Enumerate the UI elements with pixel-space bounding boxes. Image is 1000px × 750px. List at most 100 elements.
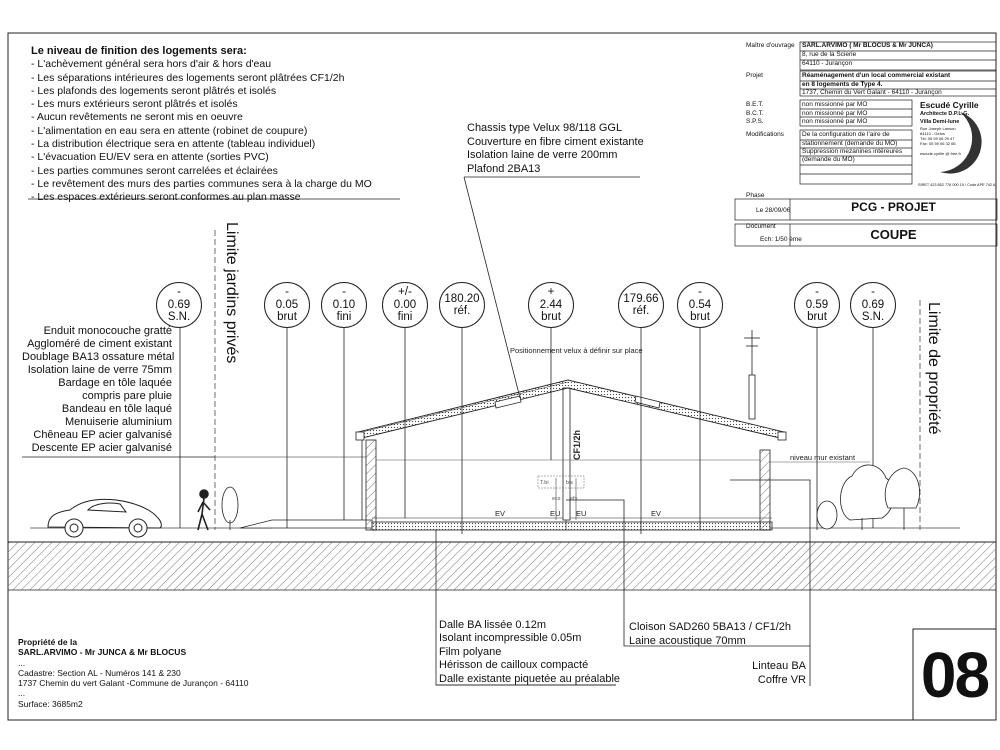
ev-label-2: EV	[651, 509, 661, 518]
floor-slab	[371, 521, 773, 531]
wall-note-line: compris pare pluie	[82, 390, 172, 402]
level-marker: 180.20 réf.	[439, 282, 485, 328]
roof-note-line: Chassis type Velux 98/118 GGL	[467, 122, 623, 134]
title-block-lines	[734, 41, 998, 247]
finish-note-item: - La distribution électrique sera en att…	[31, 138, 316, 151]
level-value: 2.44	[539, 298, 563, 311]
architect-line: Rue Joseph Lanson	[920, 126, 956, 131]
phase-value: PCG - PROJET	[851, 200, 936, 214]
projet-line: en 8 logements de Type 4.	[802, 81, 883, 88]
partition-note: Cloison SAD260 5BA13 / CF1/2h Laine acou…	[629, 621, 791, 648]
level-unit: S.N.	[861, 311, 885, 324]
maitre-values: SARL.ARVIMO ( Mr BLOCUS & Mr JUNCA) 8, r…	[802, 42, 933, 69]
left-wall	[365, 439, 377, 531]
level-unit: réf.	[632, 305, 650, 317]
tree-right-2	[884, 467, 920, 530]
bet-value: non missionné par MO	[802, 101, 868, 108]
level-marker: - 0.59 brut	[794, 282, 840, 328]
level-unit: brut	[690, 311, 710, 324]
level-marker: - 0.05 brut	[264, 282, 310, 328]
owner-dots: ...	[18, 657, 26, 668]
projet-values: Réaménagement d'un local commercial exis…	[802, 72, 950, 97]
level-value: 0.59	[805, 298, 829, 311]
level-leaders	[179, 326, 874, 534]
phase-label: Phase	[746, 192, 765, 199]
architect-line: Fax: 05 59 06 32 66	[920, 141, 956, 146]
level-value: 0.10	[332, 298, 356, 311]
roof-ridge-left	[361, 381, 569, 433]
sheet-number-box	[912, 628, 997, 721]
limit-right-label: Limite de propriété	[925, 302, 942, 435]
velux-position-label: Positionnement velux à définir sur place	[510, 346, 643, 355]
level-unit: S.N.	[167, 311, 191, 324]
level-sign: -	[815, 286, 819, 299]
bis-label: bis	[566, 480, 573, 486]
owner-block: Propriété de la SARL.ARVIMO - Mr JUNCA &…	[18, 637, 248, 709]
architect-block: Escudé Cyrille Architecte D.P.L.G. Villa…	[920, 100, 979, 156]
existing-wall-label: niveau mur existant	[790, 453, 856, 462]
roof-note-line: Isolation laine de verre 200mm	[467, 149, 618, 161]
lintel-note: Linteau BA Coffre VR	[740, 660, 806, 687]
projet-line: 1737, Chemin du Vert Galant - 64110 - Ju…	[802, 89, 942, 96]
wall-note: Enduit monocouche gratté Aggloméré de ci…	[22, 325, 174, 455]
roof-note-line: Plafond 2BA13	[467, 162, 541, 175]
modif-line: De la configuration de l'aire de	[802, 131, 890, 138]
document-value: COUPE	[870, 227, 917, 242]
gutter-left	[355, 431, 365, 441]
finish-note-item: - L'alimentation en eau sera en attente …	[31, 124, 308, 137]
ecs-label: ecs	[552, 496, 561, 502]
roof-note-line: Couverture en fibre ciment existante	[467, 135, 644, 148]
level-value: 180.20	[444, 292, 480, 305]
level-sign: -	[177, 286, 181, 299]
finish-note-item: - Les espaces extérieurs seront conforme…	[31, 191, 301, 204]
projet-line: Réaménagement d'un local commercial exis…	[802, 72, 951, 79]
partition-note-line: Laine acoustique 70mm	[629, 634, 746, 647]
wall-note-line: Descente EP acier galvanisé	[31, 442, 172, 454]
document-scale: Ech: 1/50 ème	[760, 236, 802, 243]
level-sign: +/-	[398, 286, 412, 299]
level-sign: -	[342, 286, 346, 299]
modif-line: Suppression mezanines intéreures	[802, 148, 903, 155]
owner-name: SARL.ARVIMO - Mr JUNCA & Mr BLOCUS	[18, 647, 187, 658]
finish-note-item: - Aucun revêtements ne seront mis en oeu…	[31, 111, 243, 124]
ev-label-1: EV	[495, 509, 505, 518]
chimney	[748, 374, 756, 420]
owner-address: 1737 Chemin du vert Galant -Commune de J…	[18, 678, 249, 689]
bush-right	[816, 500, 838, 530]
sheet-number: 08	[920, 639, 990, 711]
ground-hatch	[8, 542, 996, 590]
level-unit: brut	[807, 311, 827, 324]
wall-note-line: Chêneau EP acier galvanisé	[33, 429, 172, 441]
architect-name: Escudé Cyrille	[920, 100, 979, 110]
finish-note-item: - Le revêtement des murs des parties com…	[31, 177, 372, 190]
level-unit: fini	[397, 311, 413, 324]
finish-note-item: - Les séparations intérieures des logeme…	[31, 71, 345, 84]
slab-note-line: Isolant incompressible 0.05m	[439, 632, 582, 645]
wall-note-line: Aggloméré de ciment existant	[27, 338, 172, 350]
level-value: 0.69	[861, 298, 885, 311]
lintel-note-line: Linteau BA	[752, 660, 806, 672]
owner-label: Propriété de la	[18, 637, 78, 647]
roof	[357, 379, 785, 439]
bct-value: non missionné par MO	[802, 110, 868, 117]
partition-note-line: Cloison SAD260 5BA13 / CF1/2h	[629, 621, 792, 633]
siret: SIRET 423 852 776 000 19 / Code APE 742 …	[918, 183, 996, 187]
lintel-note-line: Coffre VR	[757, 673, 806, 686]
finish-note-item: - Les parties communes seront carrelées …	[31, 164, 278, 177]
lintel-note-leader	[730, 479, 811, 686]
ramp	[239, 519, 373, 529]
slab-note-line: Dalle existante piquetée au préalable	[439, 672, 621, 685]
sps-value: non missionné par MO	[802, 118, 868, 125]
eu-label-1: EU	[550, 509, 560, 518]
finish-note-item: - L'évacuation EU/EV sera en attente (so…	[31, 151, 269, 164]
level-unit: brut	[277, 311, 297, 324]
modif-label: Modifications	[746, 131, 784, 138]
architect-logo	[940, 112, 982, 174]
level-sign: +	[547, 286, 555, 299]
bet-label: B.E.T.	[746, 101, 764, 108]
owner-cadastre: Cadastre: Section AL - Numéros 141 & 230	[18, 667, 181, 678]
wall-note-line: Enduit monocouche gratté	[43, 325, 172, 337]
wall-note-line: Bandeau en tôle laqué	[61, 403, 172, 415]
wall-note-line: Isolation laine de verre 75mm	[27, 364, 172, 376]
